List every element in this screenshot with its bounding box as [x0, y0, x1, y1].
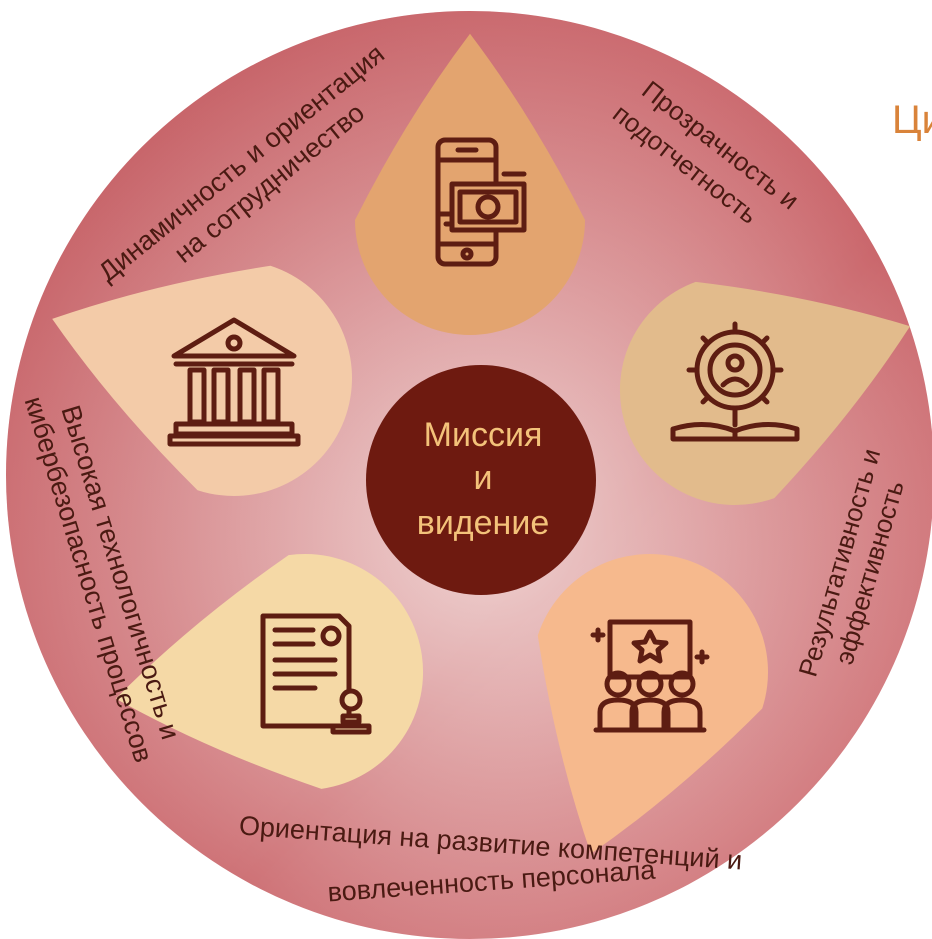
document-stamp-icon: [260, 613, 372, 735]
mobile-money-icon: [435, 137, 527, 267]
center-line-3: видение: [417, 504, 549, 542]
center-circle: [366, 365, 596, 595]
gear-person-book-icon: [670, 321, 800, 442]
petal-competence: [537, 554, 768, 854]
audience-board-icon: [590, 619, 710, 733]
center-line-1: Миссия: [424, 416, 543, 454]
bank-building-icon: [167, 317, 301, 447]
center-line-2: и: [474, 459, 493, 497]
corner-text: Ци: [892, 98, 932, 142]
icons: [167, 137, 800, 735]
